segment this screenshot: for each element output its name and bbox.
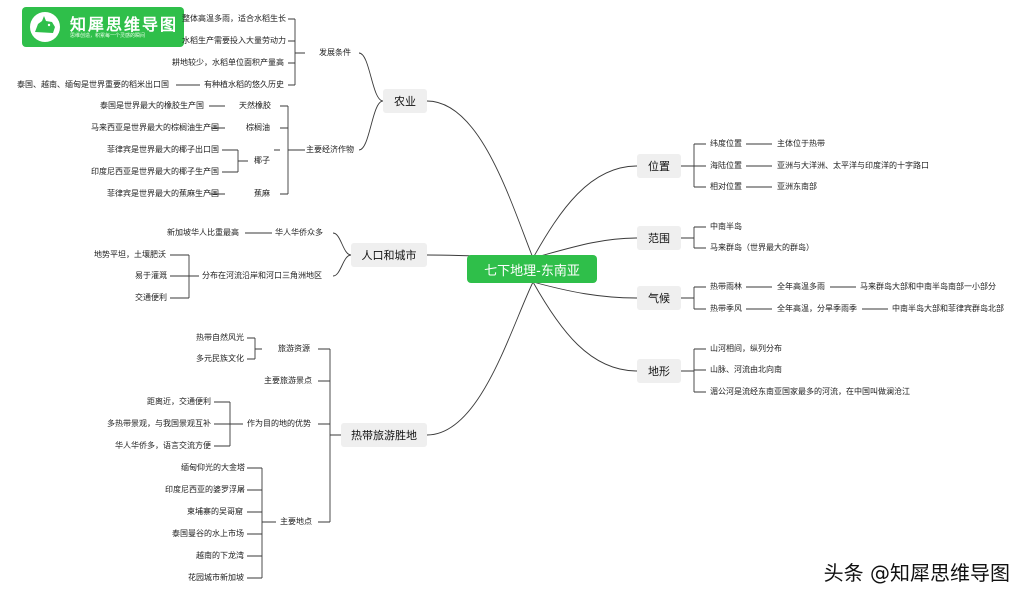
logo-slogan: 思维创造，积累每一个灵感的瞬间: [70, 33, 146, 39]
leaf-palm-note: 马来西亚是世界最大的棕榈油生产国: [91, 123, 219, 132]
leaf-condition-2: 水稻生产需要投入大量劳动力: [182, 36, 286, 45]
leaf-dist-2: 易于灌溉: [135, 271, 167, 280]
node-palm-oil[interactable]: 棕榈油: [246, 123, 270, 132]
leaf-latitude-value: 主体位于热带: [777, 139, 825, 148]
leaf-place-2: 印度尼西亚的婆罗浮屠: [165, 485, 245, 494]
node-coconut[interactable]: 椰子: [254, 156, 270, 165]
node-abaca[interactable]: 蕉麻: [254, 189, 270, 198]
leaf-advantage-3: 华人华侨多，语言交流方便: [115, 441, 211, 450]
leaf-coconut-note-2: 印度尼西亚是世界最大的椰子生产国: [91, 167, 219, 176]
leaf-rainforest-feature: 全年高温多雨: [777, 282, 825, 291]
leaf-place-5: 越南的下龙湾: [196, 551, 244, 560]
leaf-rainforest-area: 马来群岛大部和中南半岛南部一小部分: [860, 282, 996, 291]
rhino-icon: [30, 12, 60, 42]
leaf-rice-exporters: 泰国、越南、缅甸是世界重要的稻米出口国: [17, 80, 169, 89]
node-relative[interactable]: 相对位置: [710, 182, 742, 191]
leaf-coconut-note-1: 菲律宾是世界最大的椰子出口国: [107, 145, 219, 154]
node-main-spots[interactable]: 主要旅游景点: [264, 376, 312, 385]
leaf-monsoon-area: 中南半岛大部和菲律宾群岛北部: [892, 304, 1004, 313]
node-tourism[interactable]: 热带旅游胜地: [341, 423, 427, 447]
leaf-place-4: 泰国曼谷的水上市场: [172, 529, 244, 538]
leaf-sea-land-value: 亚洲与大洋洲、太平洋与印度洋的十字路口: [777, 161, 929, 170]
leaf-advantage-2: 多热带景观，与我国景观互补: [107, 419, 211, 428]
leaf-place-6: 花园城市新加坡: [188, 573, 244, 582]
node-cash-crops[interactable]: 主要经济作物: [306, 145, 354, 154]
leaf-condition-3: 耕地较少，水稻单位面积产量高: [172, 58, 284, 67]
node-location[interactable]: 位置: [637, 154, 681, 178]
leaf-rubber-note: 泰国是世界最大的橡胶生产国: [100, 101, 204, 110]
leaf-range-1: 中南半岛: [710, 222, 742, 231]
watermark: 头条 @知犀思维导图: [823, 561, 1010, 585]
node-climate[interactable]: 气候: [637, 286, 681, 310]
leaf-abaca-note: 菲律宾是世界最大的蕉麻生产国: [107, 189, 219, 198]
node-population-cities[interactable]: 人口和城市: [351, 243, 427, 267]
leaf-condition-1: 整体高温多雨，适合水稻生长: [182, 14, 286, 23]
node-main-places[interactable]: 主要地点: [280, 517, 312, 526]
node-monsoon[interactable]: 热带季风: [710, 304, 742, 313]
node-dev-conditions[interactable]: 发展条件: [319, 48, 351, 57]
leaf-terrain-3: 湄公河是流经东南亚国家最多的河流，在中国叫做澜沧江: [710, 387, 910, 396]
node-tour-resources[interactable]: 旅游资源: [278, 344, 310, 353]
leaf-place-1: 缅甸仰光的大金塔: [181, 463, 245, 472]
leaf-terrain-1: 山河相间，纵列分布: [710, 344, 782, 353]
root-node[interactable]: 七下地理-东南亚: [467, 255, 597, 283]
leaf-resource-1: 热带自然风光: [196, 333, 244, 342]
node-latitude[interactable]: 纬度位置: [710, 139, 742, 148]
node-agriculture[interactable]: 农业: [383, 89, 427, 113]
leaf-resource-2: 多元民族文化: [196, 354, 244, 363]
node-overseas-chinese[interactable]: 华人华侨众多: [275, 228, 323, 237]
node-distribution[interactable]: 分布在河流沿岸和河口三角洲地区: [202, 271, 322, 280]
leaf-place-3: 柬埔寨的吴哥窟: [187, 507, 243, 516]
node-sea-land[interactable]: 海陆位置: [710, 161, 742, 170]
node-rainforest[interactable]: 热带雨林: [710, 282, 742, 291]
node-advantages[interactable]: 作为目的地的优势: [247, 419, 311, 428]
leaf-advantage-1: 距离近，交通便利: [147, 397, 211, 406]
leaf-terrain-2: 山脉、河流由北向南: [710, 365, 782, 374]
node-terrain[interactable]: 地形: [637, 359, 681, 383]
brand-logo: 知犀思维导图 思维创造，积累每一个灵感的瞬间: [22, 7, 184, 47]
leaf-dist-1: 地势平坦，土壤肥沃: [94, 250, 166, 259]
leaf-condition-4: 有种植水稻的悠久历史: [204, 80, 284, 89]
leaf-range-2: 马来群岛（世界最大的群岛）: [710, 243, 814, 252]
leaf-singapore-chinese: 新加坡华人比重最高: [167, 228, 239, 237]
logo-title: 知犀思维导图: [70, 15, 179, 34]
leaf-monsoon-feature: 全年高温，分旱季雨季: [777, 304, 857, 313]
leaf-relative-value: 亚洲东南部: [777, 182, 817, 191]
node-rubber[interactable]: 天然橡胶: [239, 101, 271, 110]
leaf-dist-3: 交通便利: [135, 293, 167, 302]
node-range[interactable]: 范围: [637, 226, 681, 250]
